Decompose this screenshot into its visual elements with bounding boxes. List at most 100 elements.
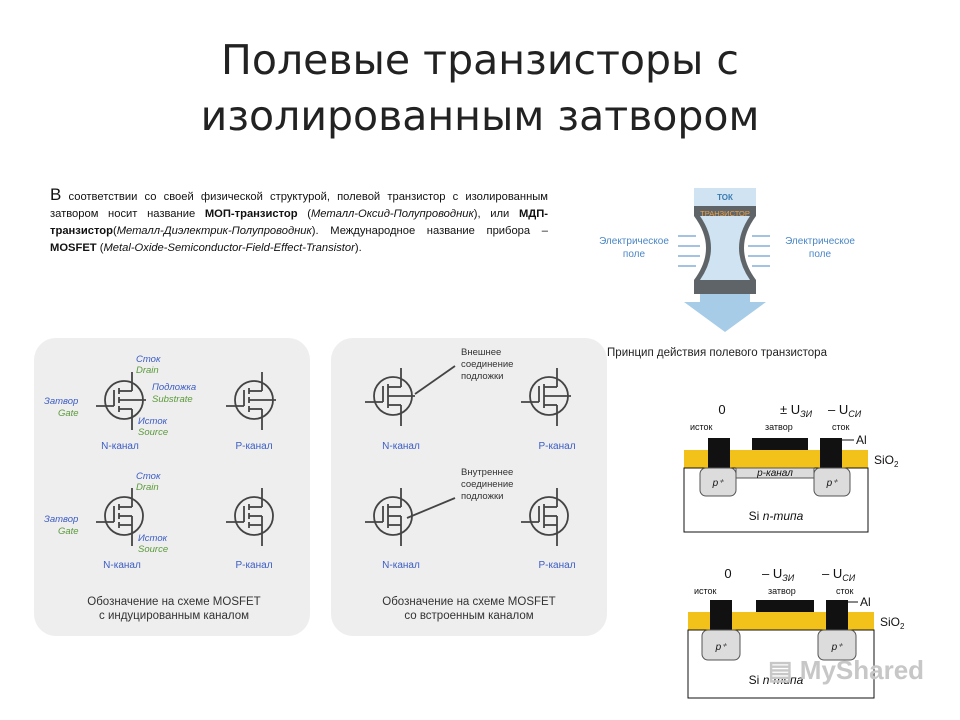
si-main: Si [749, 673, 763, 687]
voltage-source: 0 [718, 402, 725, 417]
source-ru-top: Исток [138, 416, 168, 427]
external-connection-2: соединение [461, 359, 513, 370]
source-contact [708, 438, 730, 468]
p-plus-left [701, 629, 741, 661]
voltage-gate-sub: ЗИ [800, 409, 813, 419]
al-label: Al [856, 433, 867, 447]
induced-caption-line-2: с индуцированным каналом [99, 610, 249, 622]
p-plus-right [817, 629, 857, 661]
slide-title: Полевые транзисторы с изолированным затв… [0, 32, 960, 144]
gate-ru-top: Затвор [44, 396, 78, 407]
sio2-main: SiO [880, 615, 900, 629]
source-en-top: Source [138, 427, 168, 438]
n-channel-label-bottom: N-канал [382, 560, 420, 571]
voltage-gate: – UЗИ [762, 566, 795, 583]
induced-caption-line-1: Обозначение на схеме MOSFET [87, 596, 260, 608]
title-line-1: Полевые транзисторы с [221, 36, 739, 84]
si-main: Si [749, 509, 763, 523]
voltage-drain: – UСИ [822, 566, 856, 583]
source-label: исток [690, 422, 713, 432]
voltage-drain-main: – U [822, 566, 842, 581]
sio2-main: SiO [874, 453, 894, 467]
para-text-3: ), или [473, 208, 519, 220]
p-plus-left [699, 467, 737, 497]
voltage-source: 0 [724, 566, 731, 581]
p-plus-right-label: p⁺ [831, 642, 844, 653]
external-connection-1: Внешнее [461, 347, 501, 358]
para-text-6: ( [96, 242, 104, 254]
builtin-caption-line-2: со встроенным каналом [404, 610, 533, 622]
sio2-sub: 2 [894, 460, 899, 469]
source-contact [710, 600, 732, 630]
drain-ru-top: Сток [136, 354, 161, 365]
voltage-drain-sub: СИ [842, 573, 855, 583]
drain-label: сток [832, 422, 850, 432]
lead-letter: В [50, 185, 62, 204]
source-label: исток [694, 586, 717, 596]
sio2-sub: 2 [900, 622, 905, 631]
n-channel-label-top: N-канал [382, 441, 420, 452]
gate-label: затвор [768, 586, 796, 596]
watermark-icon: ▤ [768, 655, 800, 685]
builtin-caption-line-1: Обозначение на схеме MOSFET [382, 596, 555, 608]
sio2-label: SiO2 [880, 615, 905, 631]
field-right-line-1: Электрическое [785, 236, 855, 247]
voltage-gate-main: – U [762, 566, 782, 581]
drain-ru-bottom: Сток [136, 471, 161, 482]
voltage-drain: – UСИ [828, 402, 862, 419]
para-text-7: ). [354, 242, 362, 254]
n-channel-label-bottom: N-канал [103, 560, 141, 571]
drain-contact [820, 438, 842, 468]
field-right-line-2: поле [809, 249, 832, 260]
term-mdp: МДП-транзистор [50, 208, 548, 237]
watermark-text: MyShared [799, 655, 925, 685]
internal-connection-1: Внутреннее [461, 467, 513, 478]
induced-channel-panel: Сток Drain Подложка Substrate Затвор Gat… [34, 338, 310, 636]
watermark: ▤ MyShared [768, 655, 924, 686]
term-mdp-expansion: Металл-Диэлектрик-Полупроводник [116, 225, 312, 237]
voltage-gate: ± UЗИ [780, 402, 813, 419]
n-channel-label-top: N-канал [101, 441, 139, 452]
term-mosfet-expansion: Metal-Oxide-Semiconductor-Field-Effect-T… [103, 242, 355, 254]
current-bar [694, 188, 756, 206]
builtin-channel-panel: Внешнее соединение подложки Внутреннее с… [331, 338, 607, 636]
transistor-label: ТРАНЗИСТОР [700, 209, 750, 218]
si-type: n-типа [763, 673, 804, 687]
p-channel-label-top: P-канал [538, 441, 575, 452]
gate-label: затвор [765, 422, 793, 432]
external-connection-3: подложки [461, 371, 503, 382]
drain-en-top: Drain [136, 365, 159, 376]
gate-en-bottom: Gate [58, 526, 79, 537]
internal-connection-2: соединение [461, 479, 513, 490]
p-channel-label-top: P-канал [235, 441, 272, 452]
field-left-line-2: поле [623, 249, 646, 260]
term-mop-expansion: Металл-Оксид-Полупроводник [310, 208, 474, 220]
sio2-label: SiO2 [874, 453, 899, 469]
para-text-1: соответствии со своей физической структу… [50, 191, 548, 220]
channel-shape [700, 216, 750, 280]
si-label: Si n-типа [749, 673, 804, 687]
p-channel-label-bottom: P-канал [538, 560, 575, 571]
voltage-drain-sub: СИ [848, 409, 861, 419]
para-text-2: ( [297, 208, 311, 220]
source-ru-bottom: Исток [138, 533, 168, 544]
al-label: Al [860, 595, 871, 609]
si-type: n-типа [763, 509, 804, 523]
voltage-gate-main: ± U [780, 402, 800, 417]
drain-label: сток [836, 586, 854, 596]
title-line-2: изолированным затвором [200, 92, 760, 140]
term-mosfet: MOSFET [50, 242, 97, 254]
cross-section-1: 0 ± UЗИ – UСИ исток затвор сток Al SiO2 … [683, 402, 899, 533]
p-plus-right [813, 467, 851, 497]
p-plus-right-label: p⁺ [826, 478, 839, 489]
current-arrow [684, 294, 766, 332]
drain-en-bottom: Drain [136, 482, 159, 493]
gate-contact [752, 438, 808, 450]
para-text-4: ( [112, 225, 117, 237]
term-mop: МОП-транзистор [204, 208, 298, 220]
substrate-en-top: Substrate [152, 394, 193, 405]
internal-connection-3: подложки [461, 491, 503, 502]
para-text-5: ). Международное название прибора – [311, 225, 548, 237]
p-plus-left-label: p⁺ [712, 478, 725, 489]
voltage-gate-sub: ЗИ [782, 573, 795, 583]
